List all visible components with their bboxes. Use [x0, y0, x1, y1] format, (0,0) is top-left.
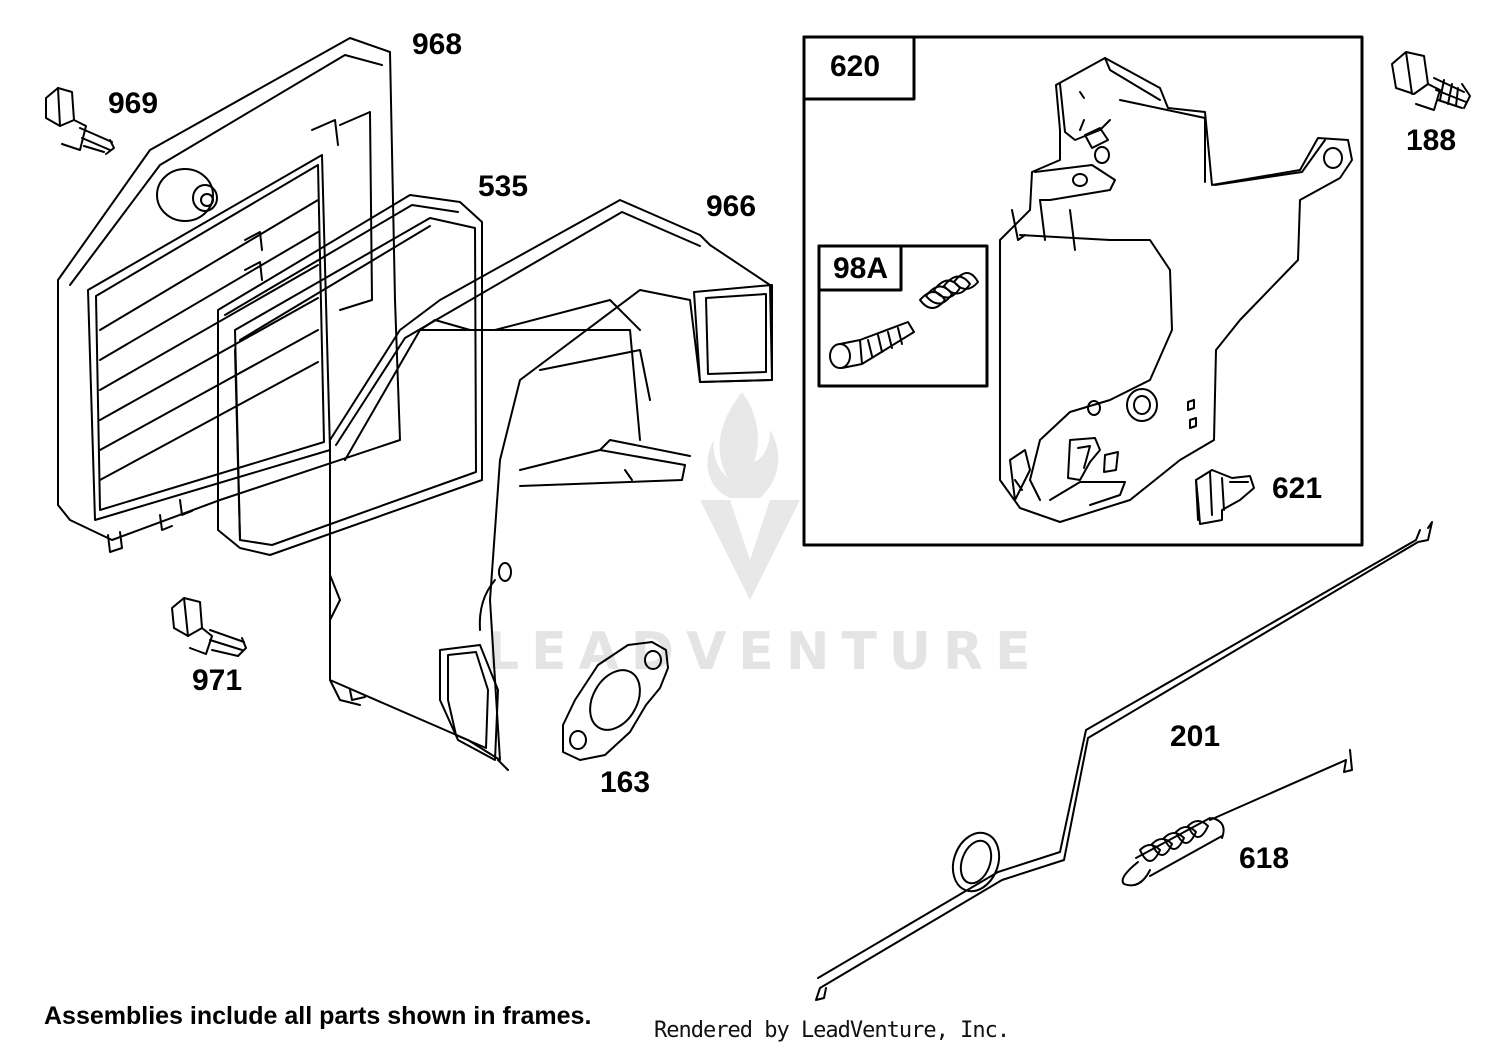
air-cleaner-cover-part[interactable] [329, 199, 773, 771]
callout-621[interactable]: 621 [1272, 472, 1323, 505]
assembly-frame-620-tab [802, 35, 916, 101]
callout-535[interactable]: 535 [478, 170, 529, 203]
assembly-frame-620 [802, 35, 1364, 547]
screw-969-part[interactable] [45, 87, 115, 155]
screw-spring-kit-part[interactable] [829, 272, 979, 369]
kit-frame-98a [817, 244, 989, 388]
assemblies-note: Assemblies include all parts shown in fr… [44, 1002, 592, 1030]
gasket-part[interactable] [562, 641, 669, 761]
screw-971-part[interactable] [171, 597, 247, 657]
watermark-text: LEADVENTURE [486, 622, 1043, 682]
callout-966[interactable]: 966 [706, 190, 757, 223]
callout-98a[interactable]: 98A [833, 252, 889, 285]
callout-188[interactable]: 188 [1406, 124, 1457, 157]
clip-part[interactable] [1195, 469, 1255, 525]
callout-971[interactable]: 971 [192, 664, 243, 697]
kit-frame-98a-tab [817, 244, 903, 292]
screw-188-part[interactable] [1391, 51, 1471, 111]
callout-969[interactable]: 969 [108, 87, 159, 120]
control-bracket-part[interactable] [999, 57, 1353, 523]
callout-163[interactable]: 163 [600, 766, 651, 799]
callout-201[interactable]: 201 [1170, 720, 1221, 753]
rendered-by-credit: Rendered by LeadVenture, Inc. [654, 1018, 1010, 1043]
filter-element-part[interactable] [217, 194, 483, 556]
air-filter-base-part[interactable] [57, 37, 401, 553]
callout-968[interactable]: 968 [412, 28, 463, 61]
governor-spring-part[interactable] [1121, 749, 1353, 887]
callout-618[interactable]: 618 [1239, 842, 1290, 875]
governor-link-rod-part[interactable] [815, 521, 1433, 1001]
callout-620[interactable]: 620 [830, 50, 881, 83]
